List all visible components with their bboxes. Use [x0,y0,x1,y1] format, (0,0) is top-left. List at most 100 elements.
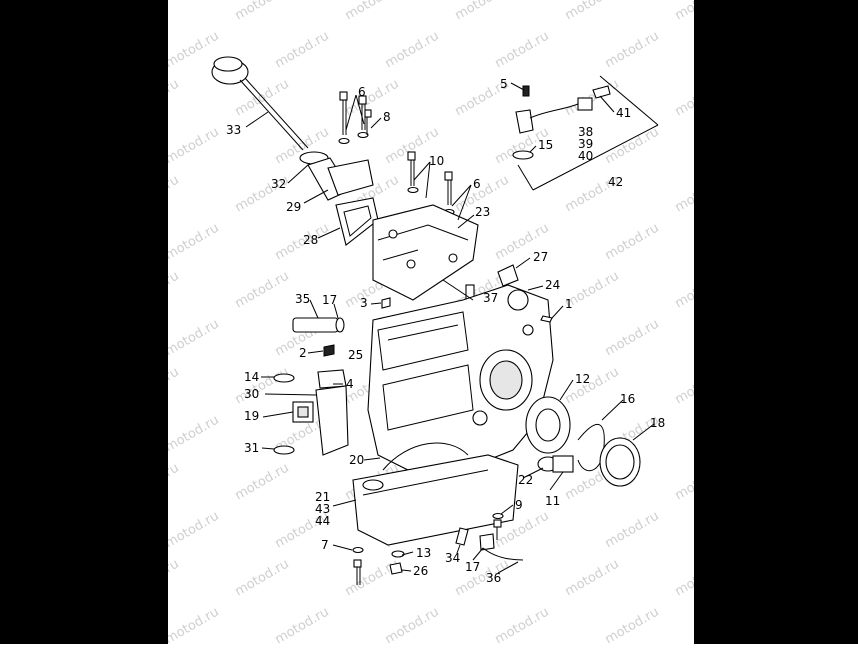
callout-7: 7 [321,538,329,552]
watermark-text: motod.ru [673,0,695,23]
callout-42: 42 [608,175,623,189]
bearing-group [525,396,641,487]
callout-6-top: 6 [358,85,366,99]
bracket [327,159,374,196]
watermark-text: motod.ru [168,557,182,600]
crankcase-24 [367,279,554,471]
watermark-text: motod.ru [168,125,222,168]
exploded-view [211,56,659,585]
watermark-text: motod.ru [563,365,622,408]
callout-28: 28 [303,233,318,247]
callout-4: 4 [346,377,354,391]
callout-14: 14 [244,370,259,384]
callout-2: 2 [299,346,307,360]
callout-25: 25 [348,348,363,362]
watermark-text: motod.ru [673,77,695,120]
callout-15: 15 [538,138,553,152]
watermark-text: motod.ru [168,317,222,360]
callout-5: 5 [500,77,508,91]
callout-44: 44 [315,514,330,528]
watermark-text: motod.ru [233,77,292,120]
watermark-text: motod.ru [233,269,292,312]
clip-17-top [335,317,345,333]
watermark-text: motod.ru [453,0,512,23]
watermark-text: motod.ru [168,365,182,408]
watermark-text: motod.ru [233,365,292,408]
callout-27: 27 [533,250,548,264]
callout-17-top: 17 [322,293,337,307]
callout-1: 1 [565,297,573,311]
left-letterbox [0,0,168,644]
watermark-text: motod.ru [168,413,222,456]
watermark-text: motod.ru [453,557,512,600]
callout-6-mid: 6 [473,177,481,191]
callout-19: 19 [244,409,259,423]
callout-29: 29 [286,200,301,214]
callout-21: 21 [315,490,330,504]
watermark-text: motod.ru [233,0,292,23]
callout-38: 38 [578,125,593,139]
watermark-text: motod.ru [233,557,292,600]
watermark-text: motod.ru [168,0,182,23]
watermark-text: motod.ru [168,509,222,552]
callout-41: 41 [616,106,631,120]
watermark-text: motod.ru [168,77,182,120]
sensor-group [512,75,659,191]
callout-3: 3 [360,296,368,310]
watermark-text: motod.ru [168,173,182,216]
oil-pan-21 [352,442,519,546]
screw-3 [381,297,391,309]
watermark-text: motod.ru [603,29,662,72]
plug-2 [323,344,335,357]
callout-9: 9 [515,498,523,512]
callout-31: 31 [244,441,259,455]
callout-39: 39 [578,137,593,151]
watermark-text: motod.ru [343,0,402,23]
callout-numbers: 33 32 29 28 6 8 10 6 23 5 15 38 39 40 41… [226,77,665,585]
watermark-text: motod.ru [383,29,442,72]
watermark-text: motod.ru [563,0,622,23]
watermark-text: motod.ru [673,557,695,600]
watermark-text: motod.ru [273,29,332,72]
callout-10: 10 [429,154,444,168]
watermark-text: motod.ru [233,461,292,504]
plug-27 [497,264,519,287]
watermark-text: motod.ru [673,173,695,216]
watermark-text: motod.ru [343,77,402,120]
watermark-text: motod.ru [168,221,222,264]
watermark-text: motod.ru [273,605,332,644]
right-letterbox [694,0,858,644]
callout-8: 8 [383,110,391,124]
callout-16: 16 [620,392,635,406]
callout-11: 11 [545,494,560,508]
watermark-text: motod.ru [603,605,662,644]
callout-18: 18 [650,416,665,430]
parts-diagram: motod.ru motod.ru motod.ru motod.ru motod.ru… [123,0,772,647]
callout-26: 26 [413,564,428,578]
callout-12: 12 [575,372,590,386]
watermark-text: motod.ru [603,509,662,552]
callout-20: 20 [349,453,364,467]
bolts-6-top [338,91,372,145]
watermark-text: motod.ru [673,269,695,312]
watermark-text: motod.ru [673,365,695,408]
callout-43: 43 [315,502,330,516]
watermark-text: motod.ru [563,557,622,600]
callout-13: 13 [416,546,431,560]
watermark-text: motod.ru [673,461,695,504]
watermark-text: motod.ru [343,557,402,600]
gasket-28 [335,197,379,246]
watermark-text: motod.ru [493,29,552,72]
parts-diagram-svg: motod.ru motod.ru motod.ru motod.ru motod.ru… [123,0,772,647]
top-cover-23 [372,204,479,301]
bottom-bolts [352,512,524,585]
watermark-text: motod.ru [383,605,442,644]
pin-1 [540,315,553,323]
callout-35: 35 [295,292,310,306]
leader-lines [245,82,655,574]
pipe-35 [292,317,339,333]
callout-34: 34 [445,551,460,565]
callout-22: 22 [518,473,533,487]
watermark-text: motod.ru [603,317,662,360]
